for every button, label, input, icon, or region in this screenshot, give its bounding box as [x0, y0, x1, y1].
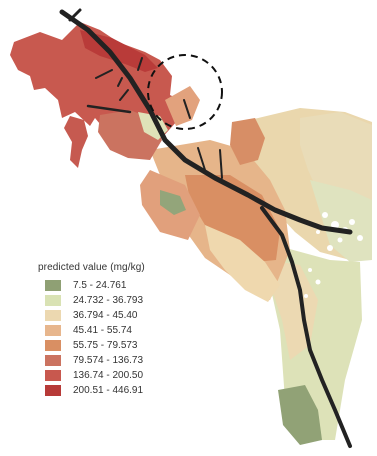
highlight-circle [147, 54, 223, 130]
legend-swatch [45, 340, 61, 351]
legend: predicted value (mg/kg) 7.5 - 24.761 24.7… [38, 262, 145, 398]
region-south-green [278, 385, 322, 445]
road-main [59, 9, 353, 235]
road-cross-4 [219, 149, 223, 179]
legend-title: predicted value (mg/kg) [38, 262, 145, 273]
legend-label: 36.794 - 45.40 [73, 310, 138, 321]
region-east-pale [310, 180, 372, 262]
legend-swatch [45, 370, 61, 381]
legend-item: 24.732 - 36.793 [38, 293, 145, 308]
legend-item: 36.794 - 45.40 [38, 308, 145, 323]
legend-item: 55.75 - 79.573 [38, 338, 145, 353]
legend-item: 79.574 - 136.73 [38, 353, 145, 368]
road-network [59, 8, 353, 448]
road-north-spur [68, 8, 82, 22]
region-east-arm [230, 118, 265, 165]
legend-rows: 7.5 - 24.761 24.732 - 36.793 36.794 - 45.4… [38, 278, 145, 398]
legend-label: 55.75 - 79.573 [73, 340, 138, 351]
legend-item: 136.74 - 200.50 [38, 368, 145, 383]
region-green-patch [160, 190, 186, 215]
legend-swatch [45, 310, 61, 321]
region-west-tail [64, 116, 88, 168]
road-cross-2 [119, 89, 129, 101]
legend-swatch [45, 280, 61, 291]
road-dash-1 [137, 57, 143, 71]
road-cross-3 [197, 147, 206, 171]
legend-swatch [45, 325, 61, 336]
legend-label: 24.732 - 36.793 [73, 295, 144, 306]
legend-item: 45.41 - 55.74 [38, 323, 145, 338]
road-dash-2 [117, 77, 123, 87]
legend-label: 79.574 - 136.73 [73, 355, 144, 366]
road-south-branch [260, 206, 352, 448]
legend-swatch [45, 295, 61, 306]
road-cross-5 [183, 99, 191, 119]
legend-swatch [45, 355, 61, 366]
region-central-light [205, 225, 280, 302]
region-north-peach [165, 86, 200, 126]
legend-label: 136.74 - 200.50 [73, 370, 144, 381]
road-cross-1 [95, 69, 113, 79]
legend-label: 45.41 - 55.74 [73, 325, 132, 336]
legend-item: 7.5 - 24.761 [38, 278, 145, 293]
road-west-spur [86, 104, 132, 114]
legend-item: 200.51 - 446.91 [38, 383, 145, 398]
legend-label: 7.5 - 24.761 [73, 280, 127, 291]
legend-swatch [45, 385, 61, 396]
legend-label: 200.51 - 446.91 [73, 385, 144, 396]
